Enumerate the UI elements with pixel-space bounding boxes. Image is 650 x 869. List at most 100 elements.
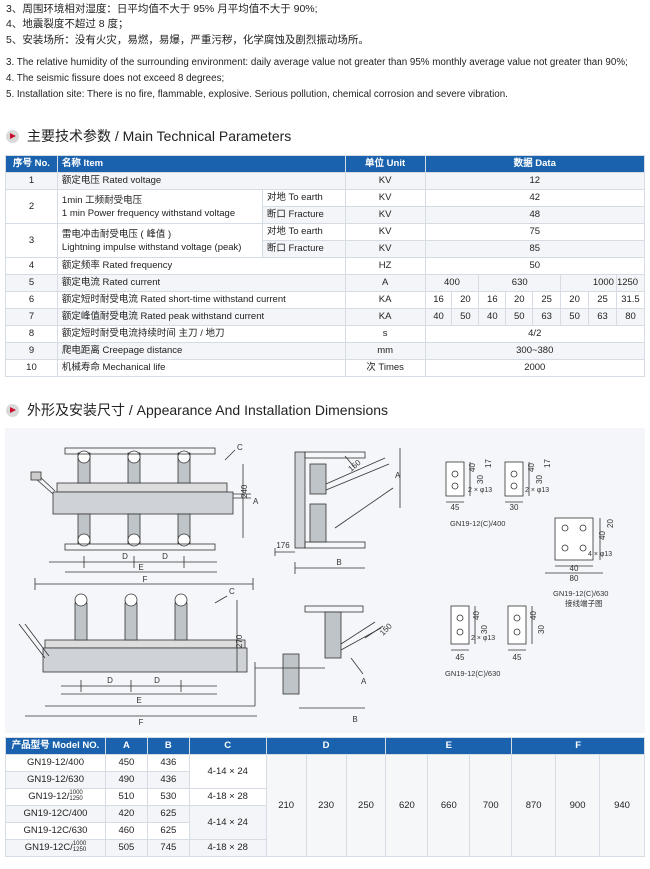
cell-b: 745 [146, 839, 190, 857]
cell-unit: KV [344, 189, 426, 207]
dim-label: 150 [378, 621, 394, 637]
dim-label: 4 × φ13 [588, 551, 612, 558]
dim-label: C [229, 587, 235, 596]
header-item: 名称 Item [56, 155, 346, 173]
cell-no: 8 [5, 325, 58, 343]
cell-data: 25 [532, 291, 562, 309]
dim-label: A [395, 471, 401, 480]
installation-drawing-panel: D D E F C A 240 176 B 150 A 45 40 30 17 … [5, 428, 645, 733]
play-bullet-icon [6, 403, 19, 417]
cell-data: 50 [451, 308, 480, 326]
drawing-caption: GN19-12(C)/630 [445, 669, 500, 678]
cell-no: 7 [5, 308, 58, 326]
section-title-text: 主要技术参数 / Main Technical Parameters [27, 128, 292, 144]
cell-no: 4 [5, 257, 58, 275]
dim-label: B [352, 715, 357, 724]
cell-data: 42 [424, 189, 646, 207]
cell-no: 1 [5, 172, 58, 190]
dim-label: 30 [480, 625, 489, 634]
table-header-row: 序号 No. 名称 Item 单位 Unit 数据 Data [5, 155, 646, 173]
cell-unit: KV [344, 240, 426, 258]
table-row: GN19-12/400 450 436 4-14 × 24 210 230 25… [5, 754, 645, 857]
cell-item: 爬电距离 Creepage distance [56, 342, 346, 360]
cell-unit: KV [344, 206, 426, 224]
cell-unit: HZ [344, 257, 426, 275]
dim-label: D [162, 552, 168, 561]
section-title-text: 外形及安装尺寸 / Appearance And Installation Di… [27, 402, 389, 418]
cell-data: 63 [588, 308, 617, 326]
cell-e: 700 [469, 754, 513, 857]
condition-line-cn-5: 5、安装场所：没有火灾，易燃，易爆，严重污秽，化学腐蚀及剧烈振动场所。 [6, 34, 369, 46]
dim-label: 40 [472, 611, 481, 620]
cell-unit: s [344, 325, 426, 343]
cell-a: 490 [104, 771, 148, 789]
cell-data: 75 [424, 223, 646, 241]
cell-data: 400 [424, 274, 480, 292]
dim-label: 270 [235, 634, 244, 648]
table-row: 10 机械寿命 Mechanical life 次 Times 2000 [5, 359, 646, 377]
cell-d: 230 [305, 754, 347, 857]
cell-e: 620 [385, 754, 429, 857]
header-data: 数据 Data [424, 155, 646, 173]
table-row: 3 雷电冲击耐受电压 ( 峰值 )Lightning impulse withs… [5, 223, 646, 258]
dim-label: 30 [535, 475, 544, 484]
dim-label: 45 [451, 503, 460, 512]
cell-model: GN19-12C/630 [5, 822, 106, 840]
dim-label: F [139, 718, 144, 727]
cell-d: 210 [265, 754, 307, 857]
cell-sub: 对地 To earth [261, 189, 346, 207]
drawing-caption: GN19-12(C)/400 [450, 519, 505, 528]
drawing-caption: 接线端子图 [565, 598, 603, 608]
header-no: 序号 No. [5, 155, 58, 173]
cell-model: GN19-12/630 [5, 771, 106, 789]
installation-drawing: D D E F C A 240 176 B 150 A 45 40 30 17 … [18, 443, 615, 727]
condition-line-en-3: 3. The relative humidity of the surround… [6, 57, 628, 68]
dim-label: 150 [347, 458, 363, 474]
section-title-dimensions: 外形及安装尺寸 / Appearance And Installation Di… [6, 400, 388, 420]
table-header-row: 产品型号 Model NO. A B C D E F [5, 737, 645, 755]
header-d: D [265, 737, 387, 755]
table-row: GN19-12C/630 460 625 [5, 822, 645, 840]
dim-label: D [122, 552, 128, 561]
cell-e: 660 [427, 754, 471, 857]
header-f: F [511, 737, 645, 755]
dim-label: B [336, 558, 341, 567]
dim-label: 30 [510, 503, 519, 512]
dim-label: D [154, 676, 160, 685]
cell-data: 1000 [560, 274, 617, 292]
dim-label: 45 [513, 653, 522, 662]
dim-label: 80 [570, 574, 579, 583]
header-model: 产品型号 Model NO. [5, 737, 106, 755]
cell-data: 50 [560, 308, 590, 326]
cell-data: 16 [424, 291, 453, 309]
condition-line-cn-4: 4、地震裂度不超过 8 度； [6, 18, 129, 30]
cell-sub: 对地 To earth [261, 223, 346, 241]
technical-parameters-table: 序号 No. 名称 Item 单位 Unit 数据 Data 1 额定电压 Ra… [5, 155, 646, 377]
cell-data: 300~380 [424, 342, 646, 360]
dim-label: 20 [606, 519, 615, 528]
cell-data: 20 [560, 291, 590, 309]
dim-label: C [237, 443, 243, 452]
dim-label: 40 [529, 611, 538, 620]
cell-b: 436 [146, 754, 190, 772]
play-bullet-icon [6, 129, 19, 143]
header-unit: 单位 Unit [344, 155, 426, 173]
cell-c: 4-18 × 28 [188, 788, 267, 806]
dim-label: 17 [484, 459, 493, 468]
dim-label: 30 [537, 625, 546, 634]
dim-label: 40 [527, 463, 536, 472]
dim-label: 2 × φ13 [468, 487, 492, 494]
dim-label: 40 [570, 564, 579, 573]
cell-data: 80 [615, 308, 646, 326]
header-c: C [188, 737, 267, 755]
cell-a: 510 [104, 788, 148, 806]
cell-b: 436 [146, 771, 190, 789]
cell-c: 4-14 × 24 [188, 805, 267, 840]
cell-data: 12 [424, 172, 646, 190]
cell-data: 63 [532, 308, 562, 326]
cell-item: 额定电流 Rated current [56, 274, 346, 292]
cell-item: 额定峰值耐受电流 Rated peak withstand current [56, 308, 346, 326]
cell-f: 870 [511, 754, 557, 857]
